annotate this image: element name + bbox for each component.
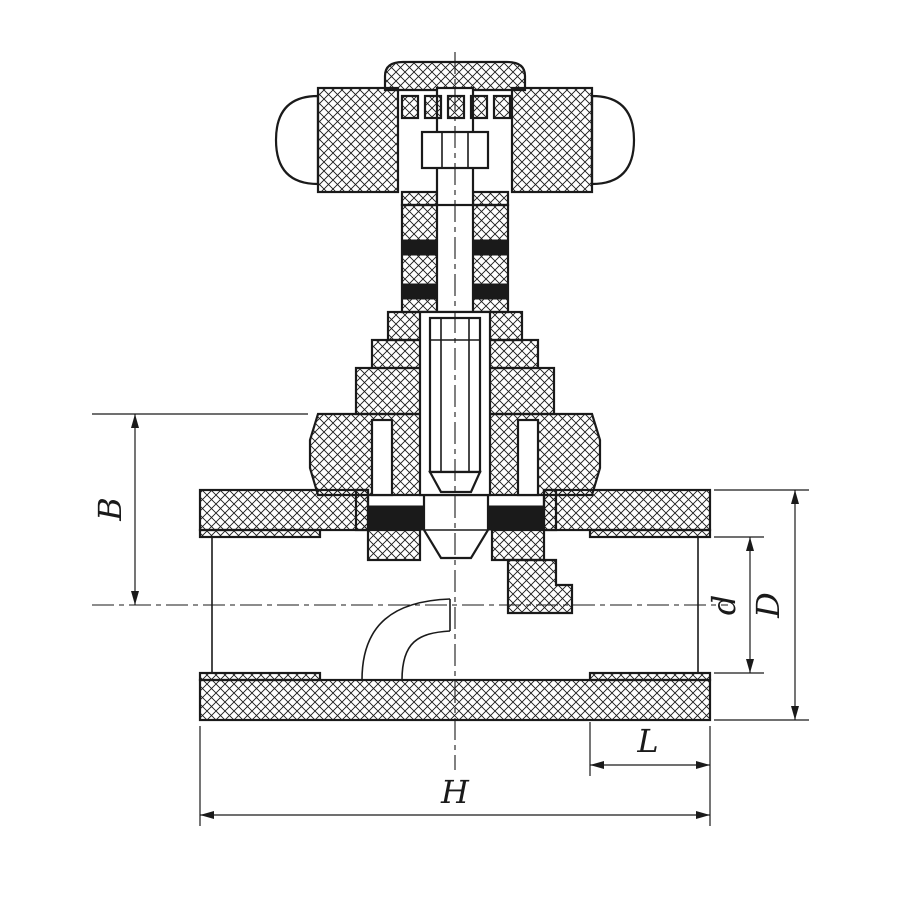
o-ring-seal xyxy=(401,283,438,300)
spindle-tip xyxy=(428,470,482,494)
dim-label-D: D xyxy=(749,592,787,619)
handwheel-wing-right xyxy=(590,94,636,186)
arrowhead xyxy=(791,706,799,720)
knurl-square xyxy=(492,94,512,120)
arrowhead xyxy=(590,761,604,769)
socket-shoulder xyxy=(198,528,322,539)
dim-label-B: B xyxy=(91,497,129,522)
handwheel-hub-right xyxy=(510,86,594,194)
arrowhead xyxy=(696,761,710,769)
dimensions: B d D L H xyxy=(91,413,809,826)
arrowhead xyxy=(791,490,799,504)
knurl-square xyxy=(446,94,466,120)
socket-shoulder xyxy=(588,671,712,682)
socket-shoulder xyxy=(588,528,712,539)
dim-label-H: H xyxy=(440,773,470,811)
hub-connector-right xyxy=(471,190,510,207)
o-ring-seal xyxy=(472,283,509,300)
seat-seal-left xyxy=(367,505,425,531)
seat-right xyxy=(490,528,546,562)
nut-slot-right xyxy=(516,418,540,497)
body-top-wall-left xyxy=(198,488,370,532)
arrowhead xyxy=(746,659,754,673)
socket-shoulder xyxy=(198,671,322,682)
seat-seal-right xyxy=(487,505,545,531)
valve-disc xyxy=(422,490,490,560)
hub-connector-left xyxy=(400,190,439,207)
arrowhead xyxy=(131,591,139,605)
knurl-square xyxy=(400,94,420,120)
handwheel-dome xyxy=(383,60,527,92)
nut-slot-left xyxy=(370,418,394,497)
arrowhead xyxy=(200,811,214,819)
arrowhead xyxy=(746,537,754,551)
centerlines xyxy=(92,52,728,770)
knurl-square xyxy=(469,94,489,120)
weir-inner-arc xyxy=(401,630,451,681)
o-ring-seal xyxy=(401,239,438,256)
arrowhead xyxy=(131,414,139,428)
handwheel xyxy=(274,60,636,207)
flow-passage xyxy=(361,558,574,681)
knurl-square xyxy=(423,94,443,120)
handwheel-hub-left xyxy=(316,86,400,194)
dim-label-d: d xyxy=(705,595,743,615)
arrowhead xyxy=(696,811,710,819)
handwheel-wing-left xyxy=(274,94,320,186)
outlet-hook xyxy=(506,558,574,615)
dim-label-L: L xyxy=(636,722,658,760)
weir-outer-arc xyxy=(361,598,451,681)
seat-left xyxy=(366,528,422,562)
o-ring-seal xyxy=(472,239,509,256)
